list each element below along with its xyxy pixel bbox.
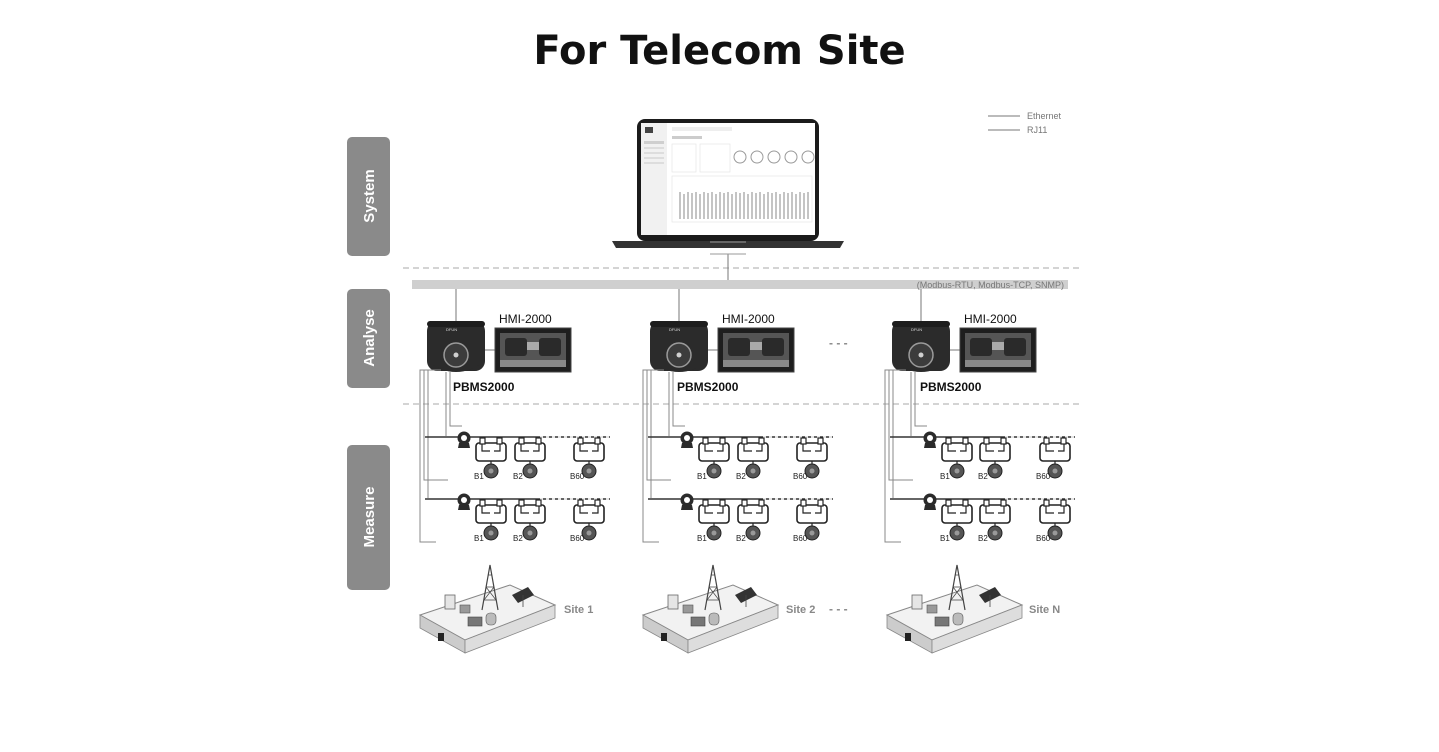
hmi-screen [717, 327, 795, 373]
laptop [612, 119, 844, 248]
legend-rj11: RJ11 [1027, 125, 1047, 135]
site-scene [419, 564, 556, 654]
hmi-screen [959, 327, 1037, 373]
hmi-label: HMI-2000 [964, 312, 1017, 326]
battery-label-b2: B2 [736, 534, 746, 543]
ellipsis-sites: - - - [829, 602, 848, 616]
battery-label-b60: B60 [793, 472, 808, 481]
hmi-label: HMI-2000 [722, 312, 775, 326]
site-label-1: Site 1 [564, 604, 593, 616]
site-label-n: Site N [1029, 604, 1060, 616]
battery-label-b1: B1 [697, 472, 707, 481]
battery-label-b2: B2 [513, 534, 523, 543]
hmi-label: HMI-2000 [499, 312, 552, 326]
band-system: System [347, 137, 390, 256]
band-measure-label: Measure [361, 487, 378, 548]
battery-label-b1: B1 [474, 534, 484, 543]
battery-label-b60: B60 [570, 472, 585, 481]
bus-protocols: (Modbus-RTU, Modbus-TCP, SNMP) [917, 280, 1064, 290]
battery-label-b2: B2 [978, 534, 988, 543]
battery-label-b2: B2 [513, 472, 523, 481]
page-title: For Telecom Site [533, 28, 906, 74]
device-logo: DFUN [446, 327, 457, 332]
battery-label-b1: B1 [474, 472, 484, 481]
pbms-label: PBMS2000 [453, 380, 515, 394]
band-analyse-label: Analyse [361, 309, 378, 367]
battery-label-b60: B60 [570, 534, 585, 543]
band-measure: Measure [347, 445, 390, 590]
battery-label-b60: B60 [1036, 534, 1051, 543]
site-scene [886, 564, 1023, 654]
pbms-label: PBMS2000 [677, 380, 739, 394]
battery-label-b60: B60 [793, 534, 808, 543]
battery-label-b2: B2 [736, 472, 746, 481]
device-logo: DFUN [669, 327, 680, 332]
site-column-1: DFUN HMI-2000 PBMS2000 B1 B2 B60 B1 B2 B… [419, 289, 610, 654]
site-scene [642, 564, 779, 654]
site-column-n: DFUN HMI-2000 PBMS2000 B1 B2 B60 B1 B2 B… [884, 289, 1075, 654]
battery-label-b2: B2 [978, 472, 988, 481]
battery-label-b1: B1 [697, 534, 707, 543]
device-logo: DFUN [911, 327, 922, 332]
legend-ethernet: Ethernet [1027, 111, 1062, 121]
ellipsis-analyse: - - - [829, 336, 848, 350]
site-column-2: DFUN HMI-2000 PBMS2000 B1 B2 B60 B1 B2 B… [642, 289, 833, 654]
band-system-label: System [361, 169, 378, 222]
communication-bus: (Modbus-RTU, Modbus-TCP, SNMP) [412, 280, 1068, 290]
battery-label-b1: B1 [940, 472, 950, 481]
legend: Ethernet RJ11 [988, 111, 1062, 135]
pbms-label: PBMS2000 [920, 380, 982, 394]
hmi-screen [494, 327, 572, 373]
battery-label-b1: B1 [940, 534, 950, 543]
band-analyse: Analyse [347, 289, 390, 388]
battery-label-b60: B60 [1036, 472, 1051, 481]
site-label-2: Site 2 [786, 604, 815, 616]
